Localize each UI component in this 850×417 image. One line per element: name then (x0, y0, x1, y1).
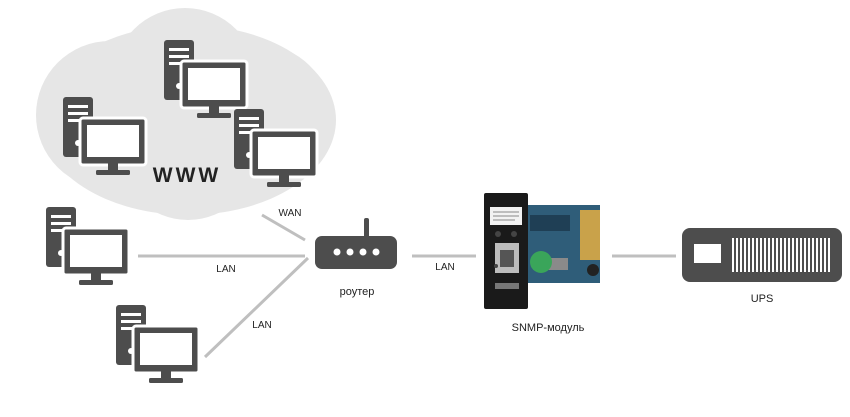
connection-lines (138, 213, 676, 359)
local-computer-1-icon (44, 205, 131, 287)
ups-vent-grille (732, 238, 830, 272)
lan-label-pc1: LAN (216, 264, 235, 275)
www-label: WWW (153, 164, 221, 187)
router-icon (315, 218, 397, 269)
ups-label: UPS (751, 293, 774, 305)
lan-link-pc2-line (203, 256, 310, 359)
lan-label-pc2: LAN (252, 320, 271, 331)
lan-label-snmp: LAN (435, 262, 454, 273)
wan-link-line (261, 213, 306, 242)
local-computer-2-icon (114, 303, 201, 385)
ups-icon (682, 228, 842, 282)
snmp-module-icon (484, 193, 600, 309)
wan-label: WAN (279, 208, 302, 219)
snmp-module-label: SNMP-модуль (512, 322, 585, 334)
router-label: роутер (340, 286, 375, 298)
